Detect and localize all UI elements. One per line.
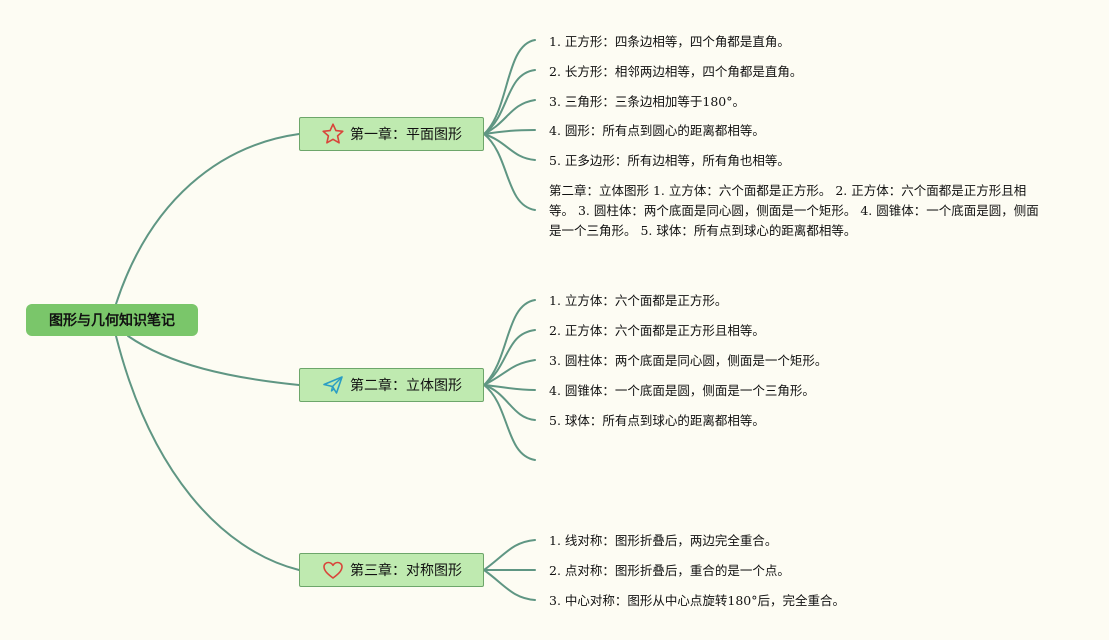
chapter-2-item-5[interactable]: 5. 球体：所有点到球心的距离都相等。 (549, 413, 765, 428)
connector-ch3-item-1 (483, 539, 536, 571)
chapter-1-item-2[interactable]: 2. 长方形：相邻两边相等，四个角都是直角。 (549, 64, 803, 79)
connector-ch2-item-4 (483, 384, 536, 391)
connector-root-chapter-1 (115, 133, 300, 305)
connector-ch2-item-1 (483, 299, 536, 386)
chapter-3-title: 第三章：对称图形 (350, 563, 462, 579)
connector-ch2-item-3 (483, 359, 536, 386)
chapter-3-item-2[interactable]: 2. 点对称：图形折叠后，重合的是一个点。 (549, 563, 790, 578)
chapter-1-topic[interactable]: 第一章：平面图形 (299, 117, 484, 151)
chapter-3-item-1[interactable]: 1. 线对称：图形折叠后，两边完全重合。 (549, 533, 778, 548)
connector-ch1-item-2 (483, 69, 536, 135)
connector-ch1-item-4 (483, 129, 536, 135)
chapter-1-item-6[interactable]: 第二章：立体图形 1. 立方体：六个面都是正方形。 2. 正方体：六个面都是正方… (549, 183, 1039, 238)
chapter-1-item-3[interactable]: 3. 三角形：三条边相加等于180°。 (549, 94, 746, 109)
chapter-2-topic[interactable]: 第二章：立体图形 (299, 368, 484, 402)
paper-plane-icon (321, 373, 345, 397)
chapter-3-item-3[interactable]: 3. 中心对称：图形从中心点旋转180°后，完全重合。 (549, 593, 846, 608)
chapter-2-item-1[interactable]: 1. 立方体：六个面都是正方形。 (549, 293, 728, 308)
connector-root-chapter-3 (115, 335, 300, 571)
root-topic[interactable]: 图形与几何知识笔记 (26, 304, 198, 336)
connector-ch3-item-3 (483, 569, 536, 601)
chapter-1-item-1[interactable]: 1. 正方形：四条边相等，四个角都是直角。 (549, 34, 790, 49)
connector-ch2-item-5 (483, 384, 536, 421)
connector-ch1-item-1 (483, 39, 536, 135)
chapter-1-title: 第一章：平面图形 (350, 127, 462, 143)
root-topic-label: 图形与几何知识笔记 (49, 313, 175, 329)
connector-ch1-item-6 (483, 133, 536, 211)
connector-ch1-item-5 (483, 133, 536, 161)
heart-icon (321, 558, 345, 582)
chapter-3-topic[interactable]: 第三章：对称图形 (299, 553, 484, 587)
chapter-2-item-3[interactable]: 3. 圆柱体：两个底面是同心圆，侧面是一个矩形。 (549, 353, 828, 368)
star-icon (321, 122, 345, 146)
chapter-2-title: 第二章：立体图形 (350, 378, 462, 394)
chapter-2-item-2[interactable]: 2. 正方体：六个面都是正方形且相等。 (549, 323, 765, 338)
chapter-2-item-4[interactable]: 4. 圆锥体：一个底面是圆，侧面是一个三角形。 (549, 383, 815, 398)
connector-ch2-item-2 (483, 329, 536, 386)
chapter-1-item-4[interactable]: 4. 圆形：所有点到圆心的距离都相等。 (549, 123, 765, 138)
connector-ch1-item-3 (483, 99, 536, 135)
connector-ch2-item-6 (483, 384, 536, 461)
chapter-1-item-5[interactable]: 5. 正多边形：所有边相等，所有角也相等。 (549, 153, 790, 168)
connector-root-chapter-2 (127, 335, 300, 386)
